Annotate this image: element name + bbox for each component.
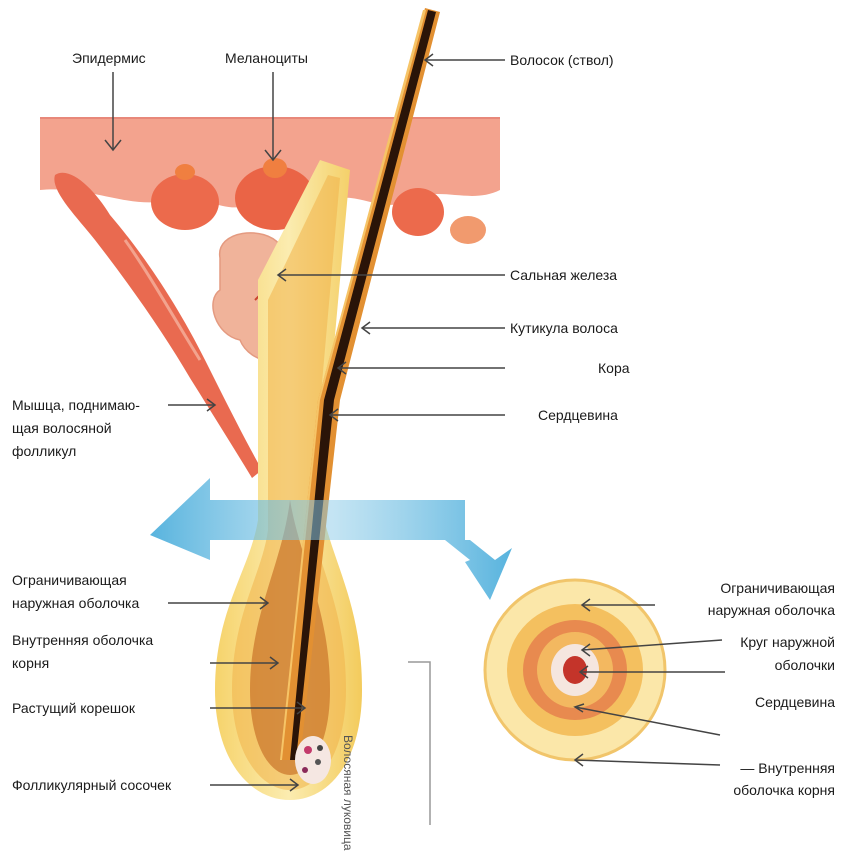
cross-section [485, 580, 665, 760]
label-hair-shaft: Волосок (ствол) [510, 50, 614, 70]
label-hair-cuticle: Кутикула волоса [510, 318, 618, 338]
label-cortex: Кора [598, 358, 630, 378]
label-growing-root: Растущий корешок [12, 698, 135, 718]
bulb-bracket [408, 662, 430, 825]
label-xs-medulla: Сердцевина [755, 692, 835, 712]
label-bulb-vertical: Волосяная луковица [338, 735, 358, 851]
label-epidermis: Эпидермис [72, 48, 146, 68]
follicle-papilla [295, 736, 331, 784]
label-medulla: Сердцевина [538, 405, 618, 425]
label-papilla: Фолликулярный сосочек [12, 775, 171, 795]
label-melanocytes: Меланоциты [225, 48, 308, 68]
label-sebaceous-gland: Сальная железа [510, 265, 617, 285]
